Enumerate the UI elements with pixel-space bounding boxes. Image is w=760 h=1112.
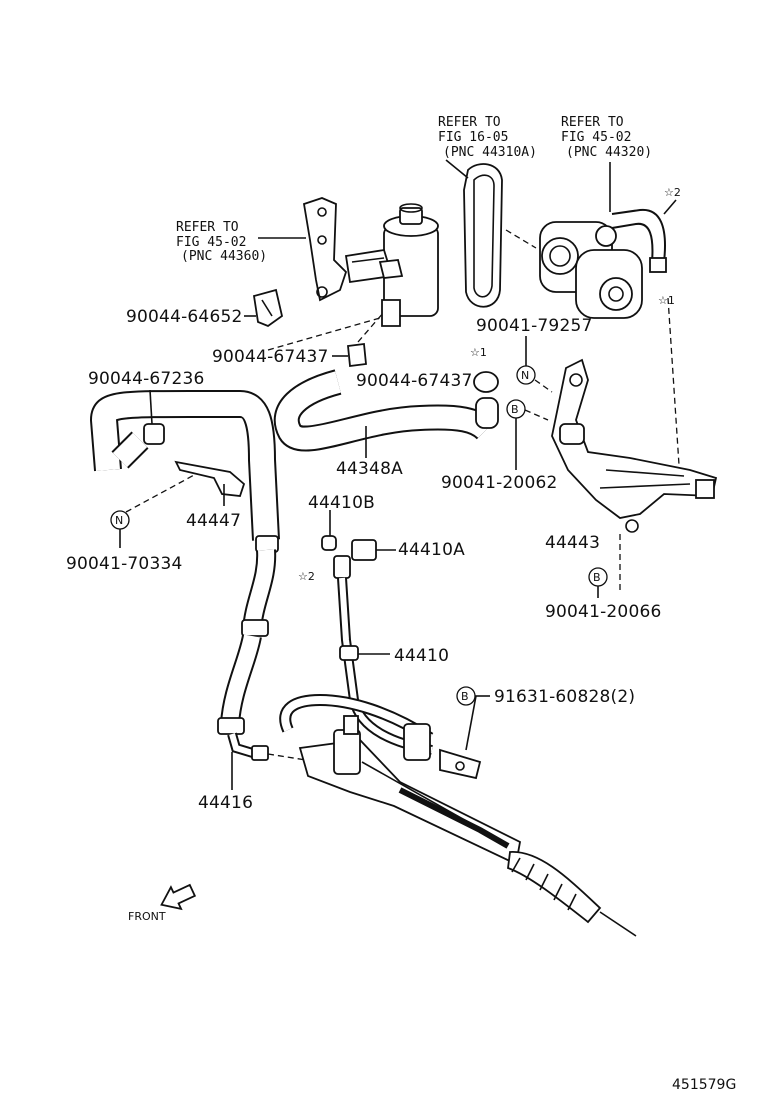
belt-ref-line3: (PNC 44310A) bbox=[443, 145, 537, 160]
steering-pump bbox=[505, 162, 681, 481]
star1-marker-clamp: ☆1 bbox=[470, 346, 487, 359]
label-44410B: 44410B bbox=[308, 493, 375, 513]
gasket-44410B: 44410B bbox=[308, 493, 375, 551]
star2-marker-pump: ☆2 bbox=[664, 186, 681, 199]
pump-reference: REFER TO FIG 45-02 (PNC 44320) bbox=[561, 115, 652, 160]
belt-ref-line2: FIG 16-05 bbox=[438, 130, 508, 145]
bracket-44447: 44447 bbox=[125, 460, 246, 531]
n-marker-79257: N bbox=[521, 369, 529, 382]
clamp-67437-lower: 90044-67437 ☆1 bbox=[356, 346, 499, 393]
label-44410A: 44410A bbox=[398, 540, 465, 560]
label-90044-67437-a: 90044-67437 bbox=[212, 347, 329, 367]
suction-hose: 90044-67236 bbox=[88, 369, 280, 553]
label-91631-60828: 91631-60828(2) bbox=[494, 687, 635, 707]
label-90041-79257: 90041-79257 bbox=[476, 316, 593, 336]
reservoir-ref-line2: FIG 45-02 bbox=[176, 235, 246, 250]
label-44410: 44410 bbox=[394, 646, 449, 666]
label-90041-20066: 90041-20066 bbox=[545, 602, 662, 622]
b-marker-91631: B bbox=[461, 690, 469, 703]
return-tube-44416: 44416 bbox=[198, 549, 307, 813]
reservoir-ref-line1: REFER TO bbox=[176, 220, 239, 235]
b-marker-20062: B bbox=[511, 403, 519, 416]
clamp-67437-upper: 90044-67437 bbox=[212, 311, 385, 368]
label-90041-70334: 90041-70334 bbox=[66, 554, 183, 574]
bolt-79257: 90041-79257 N bbox=[476, 316, 593, 393]
steering-rack bbox=[279, 693, 637, 937]
bracket-44443: 44443 bbox=[545, 358, 718, 553]
label-90044-67437-b: 90044-67437 bbox=[356, 371, 473, 391]
label-44416: 44416 bbox=[198, 793, 253, 813]
union-44410A: 44410A bbox=[351, 539, 465, 561]
bolt-20066: B 90041-20066 bbox=[545, 534, 662, 622]
drive-belt bbox=[445, 159, 503, 308]
bolt-91631: B 91631-60828(2) bbox=[456, 686, 635, 751]
pressure-tube-44410: ☆2 44410 bbox=[298, 555, 449, 755]
star2-marker-tube: ☆2 bbox=[298, 570, 315, 583]
label-90044-64652: 90044-64652 bbox=[126, 307, 243, 327]
label-44348A: 44348A bbox=[336, 459, 403, 479]
n-marker-70334: N bbox=[115, 514, 123, 527]
bolt-70334: N 90041-70334 bbox=[66, 510, 183, 574]
pump-ref-line2: FIG 45-02 bbox=[561, 130, 631, 145]
front-label: FRONT bbox=[128, 910, 166, 923]
clip-64652: 90044-64652 bbox=[126, 288, 284, 328]
label-44447: 44447 bbox=[186, 511, 241, 531]
label-90044-67236: 90044-67236 bbox=[88, 369, 205, 389]
front-arrow: FRONT bbox=[128, 883, 197, 923]
reservoir-reference: REFER TO FIG 45-02 (PNC 44360) bbox=[176, 220, 267, 264]
pump-ref-line3: (PNC 44320) bbox=[566, 145, 652, 160]
belt-ref-line1: REFER TO bbox=[438, 115, 501, 130]
b-marker-20066: B bbox=[593, 571, 601, 584]
reservoir-assembly bbox=[258, 197, 439, 327]
bolt-20062: B 90041-20062 bbox=[441, 399, 558, 493]
figure-id: 451579G bbox=[672, 1077, 736, 1093]
pump-ref-line1: REFER TO bbox=[561, 115, 624, 130]
label-90041-20062: 90041-20062 bbox=[441, 473, 558, 493]
return-hose-44348A: 44348A bbox=[273, 369, 499, 479]
label-44443: 44443 bbox=[545, 533, 600, 553]
reservoir-ref-line3: (PNC 44360) bbox=[181, 249, 267, 264]
belt-reference: REFER TO FIG 16-05 (PNC 44310A) bbox=[438, 115, 537, 160]
star1-marker-pump: ☆1 bbox=[658, 294, 675, 307]
